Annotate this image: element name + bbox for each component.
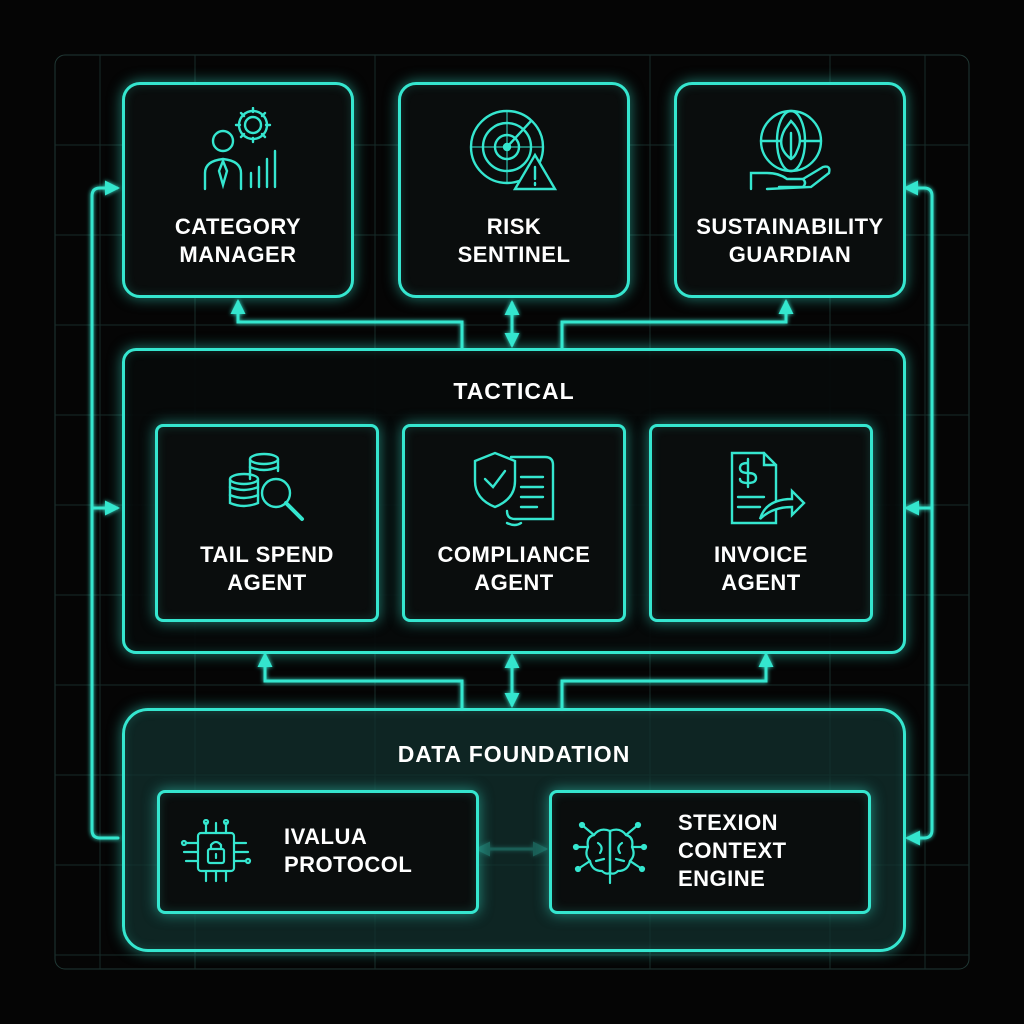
stexion-context-engine-label: STEXION CONTEXT ENGINE — [678, 809, 868, 893]
label-line: AGENT — [227, 570, 307, 595]
compliance-agent-label: COMPLIANCE AGENT — [405, 541, 623, 597]
sustainability-guardian-label: SUSTAINABILITY GUARDIAN — [677, 213, 903, 269]
label-line: CONTEXT — [678, 838, 787, 863]
manager-gear-chart-icon — [203, 107, 277, 191]
label-line: ENGINE — [678, 866, 766, 891]
category-manager-card[interactable]: CATEGORY MANAGER — [122, 82, 354, 298]
invoice-agent-label: INVOICE AGENT — [652, 541, 870, 597]
label-line: TAIL SPEND — [200, 542, 334, 567]
label-line: CATEGORY — [174, 214, 302, 239]
invoice-arrow-icon — [730, 451, 806, 525]
ivalua-protocol-card[interactable]: IVALUA PROTOCOL — [157, 790, 479, 914]
label-line: INVOICE — [714, 542, 808, 567]
label-line: GUARDIAN — [728, 242, 852, 267]
compliance-agent-card[interactable]: COMPLIANCE AGENT — [402, 424, 626, 622]
globe-leaf-hand-icon — [749, 109, 831, 191]
data-foundation-title: DATA FOUNDATION — [397, 741, 631, 767]
label-line: AGENT — [474, 570, 554, 595]
tactical-title: TACTICAL — [453, 378, 575, 404]
label-line: COMPLIANCE — [437, 542, 591, 567]
label-line: AGENT — [721, 570, 801, 595]
label-line: MANAGER — [179, 242, 297, 267]
coins-magnifier-icon — [228, 452, 304, 521]
wire-lines — [90, 180, 934, 857]
label-line: PROTOCOL — [284, 852, 413, 877]
chip-lock-icon — [180, 819, 252, 883]
risk-sentinel-card[interactable]: RISK SENTINEL — [398, 82, 630, 298]
label-line: SENTINEL — [457, 242, 571, 267]
ivalua-protocol-label: IVALUA PROTOCOL — [284, 823, 476, 879]
category-manager-label: CATEGORY MANAGER — [125, 213, 351, 269]
shield-document-icon — [473, 451, 555, 527]
label-line: SUSTAINABILITY — [696, 214, 884, 239]
radar-warning-icon — [469, 109, 558, 191]
tail-spend-agent-label: TAIL SPEND AGENT — [158, 541, 376, 597]
label-line: STEXION — [678, 810, 779, 835]
label-line: IVALUA — [284, 824, 368, 849]
tail-spend-agent-card[interactable]: TAIL SPEND AGENT — [155, 424, 379, 622]
label-line: RISK — [486, 214, 542, 239]
invoice-agent-card[interactable]: INVOICE AGENT — [649, 424, 873, 622]
brain-circuit-icon — [572, 821, 648, 885]
sustainability-guardian-card[interactable]: SUSTAINABILITY GUARDIAN — [674, 82, 906, 298]
risk-sentinel-label: RISK SENTINEL — [401, 213, 627, 269]
stexion-context-engine-card[interactable]: STEXION CONTEXT ENGINE — [549, 790, 871, 914]
